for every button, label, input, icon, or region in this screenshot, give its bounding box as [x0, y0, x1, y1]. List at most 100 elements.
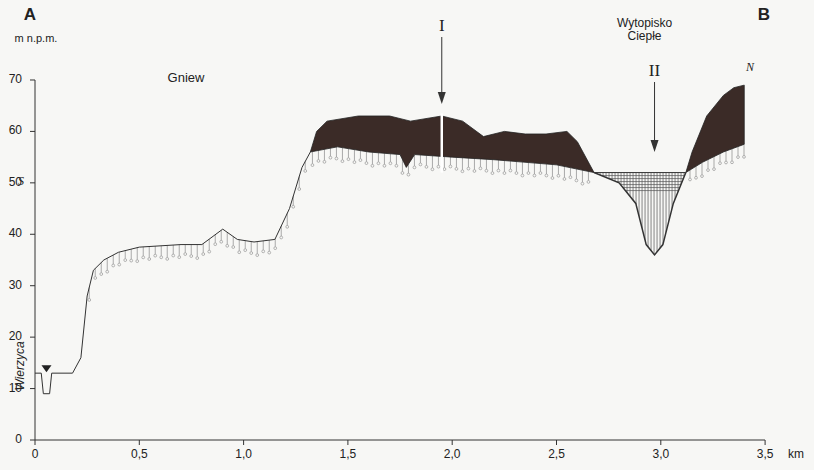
sand-tick: [510, 161, 511, 169]
basin-hatch: [630, 173, 631, 260]
sand-tick: [504, 161, 505, 172]
sand-tick: [426, 155, 427, 165]
sand-grain: [94, 277, 97, 280]
sand-grain: [136, 260, 139, 263]
label: 1,5: [340, 448, 357, 461]
sand-tick: [450, 157, 451, 165]
tick: [30, 337, 35, 338]
basin-hatch: [594, 173, 595, 260]
sand-tick: [696, 166, 697, 176]
sand-grain: [142, 256, 145, 259]
tick: [660, 440, 661, 445]
basin-hatch: [627, 173, 628, 260]
sand-tick: [492, 160, 493, 172]
label: Wierzyca: [14, 341, 27, 390]
basin-hatch: [675, 173, 676, 260]
sand-tick: [227, 232, 228, 244]
sand-grain: [311, 164, 314, 167]
river-marker: [41, 365, 51, 372]
sand-grain: [329, 156, 332, 159]
sand-grain: [743, 155, 746, 158]
basin-hatch: [672, 173, 673, 260]
sand-grain: [148, 258, 151, 261]
tick: [765, 440, 766, 445]
sand-tick: [269, 240, 270, 251]
sand-grain: [455, 167, 458, 170]
sand-tick: [396, 154, 397, 164]
arrow-head: [438, 92, 446, 104]
sand-grain: [130, 259, 133, 262]
label: S: [18, 175, 24, 188]
sand-tick: [342, 148, 343, 160]
sand-grain: [160, 256, 163, 259]
sand-grain: [713, 168, 716, 171]
basin-hatch: [590, 184, 690, 185]
label: I: [439, 17, 445, 36]
sand-grain: [731, 161, 734, 164]
sand-tick: [324, 149, 325, 160]
arrow-shaft: [654, 82, 655, 145]
sand-grain: [509, 169, 512, 172]
sand-grain: [172, 254, 175, 257]
sand-tick: [191, 245, 192, 255]
sand-grain: [449, 165, 452, 168]
sand-grain: [575, 179, 578, 182]
sand-grain: [533, 174, 536, 177]
sand-tick: [215, 235, 216, 243]
basin-hatch: [645, 173, 646, 260]
sand-tick: [714, 157, 715, 168]
sand-grain: [443, 168, 446, 171]
sand-tick: [474, 159, 475, 170]
sand-grain: [184, 253, 187, 256]
basin-hatch: [636, 173, 637, 260]
borehole-I: [441, 113, 444, 172]
label: B: [758, 6, 770, 25]
basin-hatch: [590, 175, 690, 176]
sand-tick: [125, 251, 126, 259]
sand-grain: [347, 158, 350, 161]
sand-tick: [179, 245, 180, 256]
sand-tick: [257, 242, 258, 254]
sand-grain: [304, 170, 307, 173]
sand-tick: [402, 159, 403, 171]
basin-hatch: [600, 173, 601, 260]
sand-tick: [245, 241, 246, 249]
basin-hatch: [590, 181, 690, 182]
label: Wytopisko Ciepłe: [600, 17, 690, 43]
basin-floor: [594, 173, 686, 255]
sand-tick: [540, 164, 541, 172]
tick: [139, 440, 140, 445]
label: 2,5: [548, 448, 565, 461]
arrow-shaft: [441, 37, 442, 98]
sand-grain: [479, 167, 482, 170]
sand-tick: [95, 268, 96, 276]
basin-hatch: [612, 173, 613, 260]
sand-tick: [330, 148, 331, 156]
sand-tick: [558, 165, 559, 174]
sand-grain: [413, 166, 416, 169]
basin-hatch: [618, 173, 619, 260]
basin-hatch: [603, 173, 604, 260]
sand-tick: [209, 239, 210, 250]
sand-tick: [312, 152, 313, 164]
sand-grain: [467, 167, 470, 170]
sand-grain: [737, 156, 740, 159]
sand-grain: [587, 181, 590, 184]
sand-tick: [203, 244, 204, 253]
label: 1,0: [235, 448, 252, 461]
basin-hatch: [663, 173, 664, 260]
tick: [35, 440, 36, 445]
till-layer: [686, 85, 744, 172]
sand-grain: [719, 162, 722, 165]
tick: [452, 440, 453, 445]
sand-grain: [359, 159, 362, 162]
sand-grain: [178, 256, 181, 259]
till-layer: [310, 116, 594, 173]
ground-line: [35, 152, 310, 394]
sand-grain: [485, 169, 488, 172]
sand-tick: [366, 152, 367, 162]
sand-grain: [521, 174, 524, 177]
sand-tick: [354, 150, 355, 161]
